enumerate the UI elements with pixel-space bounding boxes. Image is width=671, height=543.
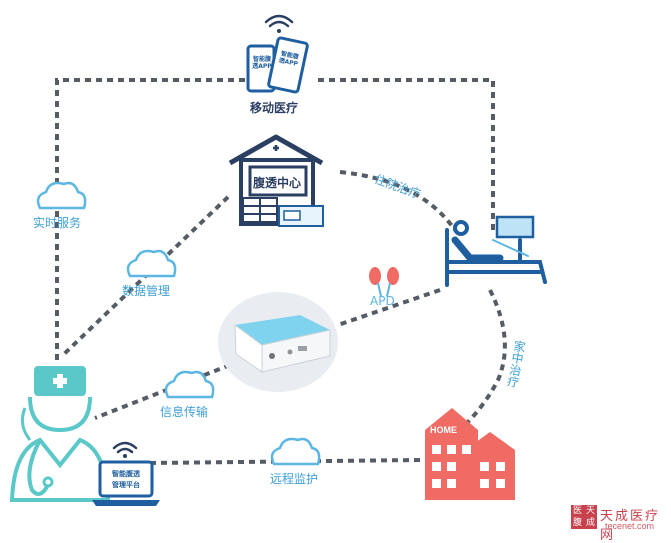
watermark-char: 成: [585, 518, 595, 528]
line-mobile-left: [55, 78, 245, 360]
dialysis-center-building: [228, 134, 324, 227]
watermark-char: 天: [585, 506, 595, 516]
laptop-label-line2: 管理平台: [112, 481, 140, 489]
kidney-icon: [369, 267, 399, 297]
laptop-label-line1: 智能腹透: [112, 470, 140, 478]
phone-left-text: 智能腹透APP: [252, 56, 272, 70]
home-label: HOME: [430, 425, 457, 435]
apd-label: APD: [370, 294, 395, 308]
doctor-icon: [9, 366, 111, 502]
laptop-icon: [92, 441, 160, 506]
cloud-icon: [164, 370, 215, 399]
line-device-doctor: [94, 363, 231, 420]
hospital-bed-icon: [445, 215, 547, 287]
info-transmission-label: 信息传输: [160, 405, 209, 419]
phone-right: [267, 36, 309, 94]
data-management-label: 数据管理: [122, 284, 171, 298]
line-center-bed: [339, 170, 457, 232]
watermark-char: 腹: [572, 518, 582, 528]
watermark-site-url: tecenet.com: [605, 521, 655, 531]
wifi-icon: [112, 441, 138, 458]
cloud-icon: [126, 249, 177, 278]
dialysis-center-label: 腹透中心: [253, 176, 302, 190]
cloud-icon: [36, 181, 87, 210]
cloud-icons: [36, 181, 321, 466]
wifi-icon: [264, 14, 294, 33]
remote-monitoring-label: 远程监护: [270, 472, 319, 486]
watermark-logo-chars: 医 天 腹 成: [571, 505, 597, 529]
line-apd-device: [337, 288, 441, 327]
cloud-icon: [270, 437, 321, 466]
watermark-logo: [571, 505, 597, 529]
mobile-health-label: 移动医疗: [250, 101, 299, 115]
line-home-bed: [463, 289, 507, 427]
apd-device: [218, 292, 338, 392]
watermark-char: 医: [572, 506, 582, 516]
connection-lines: [55, 78, 507, 465]
realtime-service-label: 实时服务: [33, 216, 82, 230]
line-mobile-right: [318, 78, 495, 232]
mobile-icon: [246, 14, 309, 94]
home-icon: [425, 408, 515, 500]
